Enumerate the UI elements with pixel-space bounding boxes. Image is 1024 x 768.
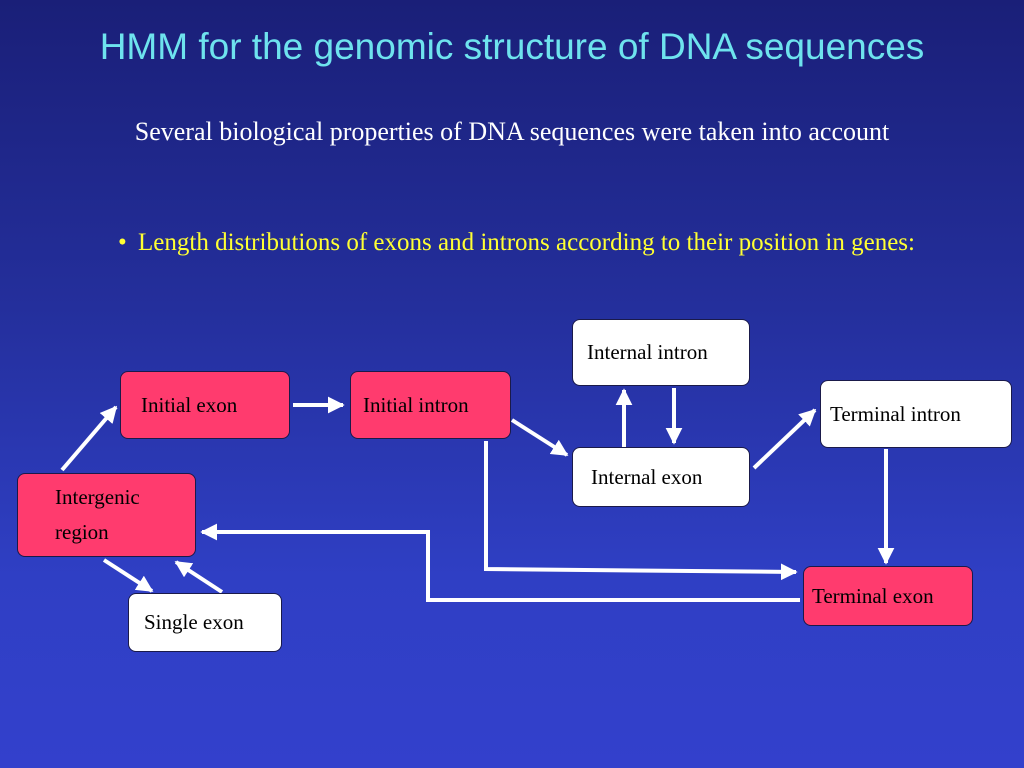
arrow-internal-exon-to-terminal-intron — [752, 408, 817, 470]
node-internal-exon-label: Internal exon — [591, 464, 703, 489]
arrow-initial-intron-to-terminal-exon — [484, 441, 798, 581]
node-initial-exon: Initial exon — [120, 371, 290, 439]
node-single-exon-label: Single exon — [144, 610, 244, 634]
node-internal-intron-label: Internal intron — [587, 340, 708, 364]
node-terminal-intron: Terminal intron — [820, 380, 1012, 448]
bullet-text: Length distributions of exons and intron… — [138, 229, 915, 256]
node-initial-intron-label: Initial intron — [363, 392, 469, 417]
node-intergenic-region-label: Intergenic region — [55, 485, 140, 544]
node-internal-exon: Internal exon — [572, 447, 750, 507]
arrow-intergenic-to-initial-exon — [60, 405, 118, 472]
arrow-intergenic-to-single-exon — [102, 558, 154, 593]
bullet-marker: • — [118, 229, 127, 256]
arrow-initial-intron-to-internal-exon — [510, 418, 569, 457]
node-single-exon: Single exon — [128, 593, 282, 652]
node-terminal-intron-label: Terminal intron — [830, 401, 961, 426]
node-initial-exon-label: Initial exon — [141, 392, 238, 417]
node-internal-intron: Internal intron — [572, 319, 750, 386]
slide-subtitle: Several biological properties of DNA seq… — [134, 117, 890, 146]
node-terminal-exon: Terminal exon — [803, 566, 973, 626]
slide-title: HMM for the genomic structure of DNA seq… — [99, 26, 925, 67]
arrow-terminal-exon-to-intergenic — [200, 523, 800, 602]
node-intergenic-region: Intergenic region — [17, 473, 196, 557]
node-initial-intron: Initial intron — [350, 371, 511, 439]
node-terminal-exon-label: Terminal exon — [812, 583, 934, 608]
arrow-single-exon-to-intergenic — [174, 560, 224, 594]
bullet-point: • Length distributions of exons and intr… — [118, 224, 918, 261]
